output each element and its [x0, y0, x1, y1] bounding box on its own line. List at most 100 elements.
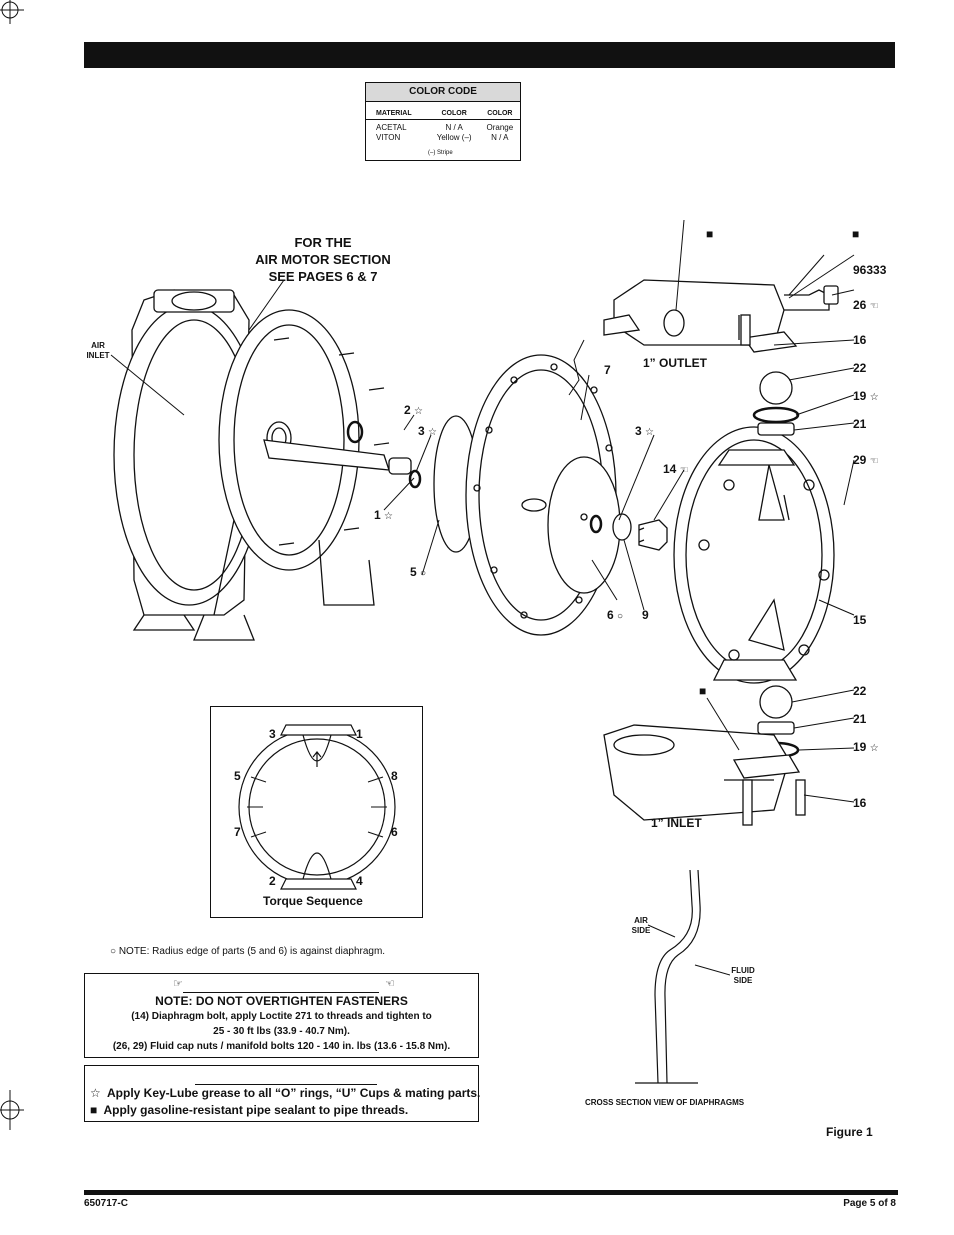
- lube-text: Apply gasoline-resistant pipe sealant to…: [103, 1103, 409, 1117]
- part-label-6: 6 ○: [607, 608, 623, 622]
- exploded-view-drawing: [110, 220, 855, 826]
- registration-mark-bottom: [0, 1090, 24, 1130]
- warning-line: (26, 29) Fluid cap nuts / manifold bolts…: [112, 1041, 451, 1052]
- grease-star-icon: ☆: [90, 1086, 101, 1100]
- grease-star-icon: ☆: [428, 427, 437, 438]
- inlet-manifold: [603, 724, 801, 821]
- color-code-title: COLOR CODE: [366, 83, 520, 102]
- torque-num-7: 7: [234, 825, 241, 839]
- part-label-15: 15: [853, 613, 867, 627]
- lube-line-grease: ☆ Apply Key-Lube grease to all “O” rings…: [90, 1086, 480, 1100]
- torque-sequence-box: 3 1 5 8 7 6 2 4 Torque Sequence: [210, 706, 423, 918]
- radius-circle-icon: ○: [617, 611, 624, 622]
- air-inlet-line: INLET: [86, 351, 110, 360]
- cc-cell: Yellow (–): [436, 133, 472, 142]
- outlet-manifold: [603, 279, 839, 353]
- cross-section-drawing: [635, 869, 730, 1084]
- cc-cell: VITON: [376, 133, 401, 142]
- radius-circle-icon: ○: [420, 568, 427, 579]
- torque-title: Torque Sequence: [263, 894, 363, 908]
- grease-star-icon: ☆: [869, 743, 879, 754]
- air-side-label: AIR SIDE: [624, 916, 658, 936]
- part-label-19: 19 ☆: [853, 389, 879, 403]
- torque-hand-icon: ☜: [869, 301, 879, 312]
- part-label-26: 26 ☜: [853, 298, 879, 312]
- part-number: 29: [853, 453, 867, 467]
- cc-cell: N / A: [491, 133, 509, 142]
- grease-star-icon: ☆: [384, 511, 393, 522]
- pointing-hand-icon: ☜: [385, 978, 395, 990]
- torque-hand-icon: ☜: [679, 465, 689, 476]
- torque-num-4: 4: [356, 874, 363, 888]
- doc-number: 650717-C: [84, 1198, 128, 1209]
- part-number: 5: [410, 565, 417, 579]
- lube-text: Apply Key-Lube grease to all “O” rings, …: [107, 1086, 481, 1100]
- table-row: VITON Yellow (–) N / A: [366, 133, 520, 143]
- air-side-line: AIR: [634, 916, 648, 925]
- air-motor-note-line: SEE PAGES 6 & 7: [268, 269, 378, 284]
- inlet-label: 1” INLET: [651, 816, 702, 830]
- torque-hand-icon: ☜: [869, 456, 879, 467]
- part-label-22b: 22: [853, 684, 867, 698]
- part-label-16b: 16: [853, 796, 867, 810]
- part-number: 3: [418, 424, 425, 438]
- sealant-mark-icon: ■: [699, 684, 707, 698]
- part-label-3a: 3 ☆: [418, 424, 437, 438]
- part-number: 26: [853, 298, 867, 312]
- air-motor-note-line: AIR MOTOR SECTION: [255, 252, 391, 267]
- lubrication-note-box: ☆ Apply Key-Lube grease to all “O” rings…: [84, 1065, 480, 1122]
- part-label-7: 7: [604, 363, 611, 377]
- fluid-side-line: FLUID: [731, 966, 755, 975]
- outlet-label: 1” OUTLET: [643, 356, 708, 370]
- part-label-5: 5 ○: [410, 565, 426, 579]
- radius-note-text: NOTE: Radius edge of parts (5 and 6) is …: [118, 946, 386, 957]
- fluid-side-label: FLUID SIDE: [726, 966, 760, 986]
- warning-rule: [183, 992, 379, 993]
- air-side-line: SIDE: [631, 926, 651, 935]
- part-label-21: 21: [853, 417, 867, 431]
- part-label-3b: 3 ☆: [635, 424, 654, 438]
- part-label-96333: 96333: [853, 263, 887, 277]
- part-label-1: 1 ☆: [374, 508, 393, 522]
- page-number: Page 5 of 8: [843, 1198, 896, 1209]
- part-label-16: 16: [853, 333, 867, 347]
- header-bar: [84, 42, 895, 68]
- cc-header-color-2: COLOR: [479, 110, 520, 120]
- warning-title: NOTE: DO NOT OVERTIGHTEN FASTENERS: [155, 994, 408, 1008]
- cross-section-caption: CROSS SECTION VIEW OF DIAPHRAGMS: [585, 1098, 745, 1107]
- table-row: ACETAL N / A Orange: [366, 120, 520, 134]
- warning-line: (14) Diaphragm bolt, apply Loctite 271 t…: [131, 1011, 432, 1022]
- fluid-side-line: SIDE: [733, 976, 753, 985]
- fluid-cover: [673, 426, 835, 684]
- lube-rule: [195, 1084, 377, 1085]
- grease-star-icon: ☆: [869, 392, 879, 403]
- torque-cover-drawing: [238, 724, 396, 890]
- figure-label: Figure 1: [826, 1125, 873, 1139]
- torque-num-2: 2: [269, 874, 276, 888]
- air-cover-plate: [213, 309, 412, 616]
- air-motor-note: FOR THE AIR MOTOR SECTION SEE PAGES 6 & …: [248, 234, 398, 285]
- sealant-mark-icon: ■: [90, 1103, 98, 1117]
- air-inlet-line: AIR: [91, 341, 105, 350]
- radius-note: ○ NOTE: Radius edge of parts (5 and 6) i…: [110, 946, 385, 957]
- part-label-9: 9: [642, 608, 649, 622]
- part-label-14: 14 ☜: [663, 462, 689, 476]
- part-number: 3: [635, 424, 642, 438]
- part-number: 14: [663, 462, 677, 476]
- torque-num-3: 3: [269, 727, 276, 741]
- torque-num-6: 6: [391, 825, 398, 839]
- cc-cell: ACETAL: [376, 123, 407, 132]
- cc-header-material: MATERIAL: [366, 110, 429, 120]
- torque-num-8: 8: [391, 769, 398, 783]
- part-label-19b: 19 ☆: [853, 740, 879, 754]
- air-inlet-label: AIR INLET: [84, 341, 112, 361]
- cc-header-color-1: COLOR: [428, 110, 480, 120]
- part-label-21b: 21: [853, 712, 867, 726]
- cc-cell: Orange: [486, 123, 514, 132]
- pointing-hand-icon: ☞: [173, 978, 183, 990]
- footer-rule: [84, 1190, 898, 1195]
- sealant-mark-icon: ■: [852, 227, 860, 241]
- part-label-22: 22: [853, 361, 867, 375]
- radius-circle-icon: ○: [110, 946, 117, 957]
- grease-star-icon: ☆: [414, 406, 423, 417]
